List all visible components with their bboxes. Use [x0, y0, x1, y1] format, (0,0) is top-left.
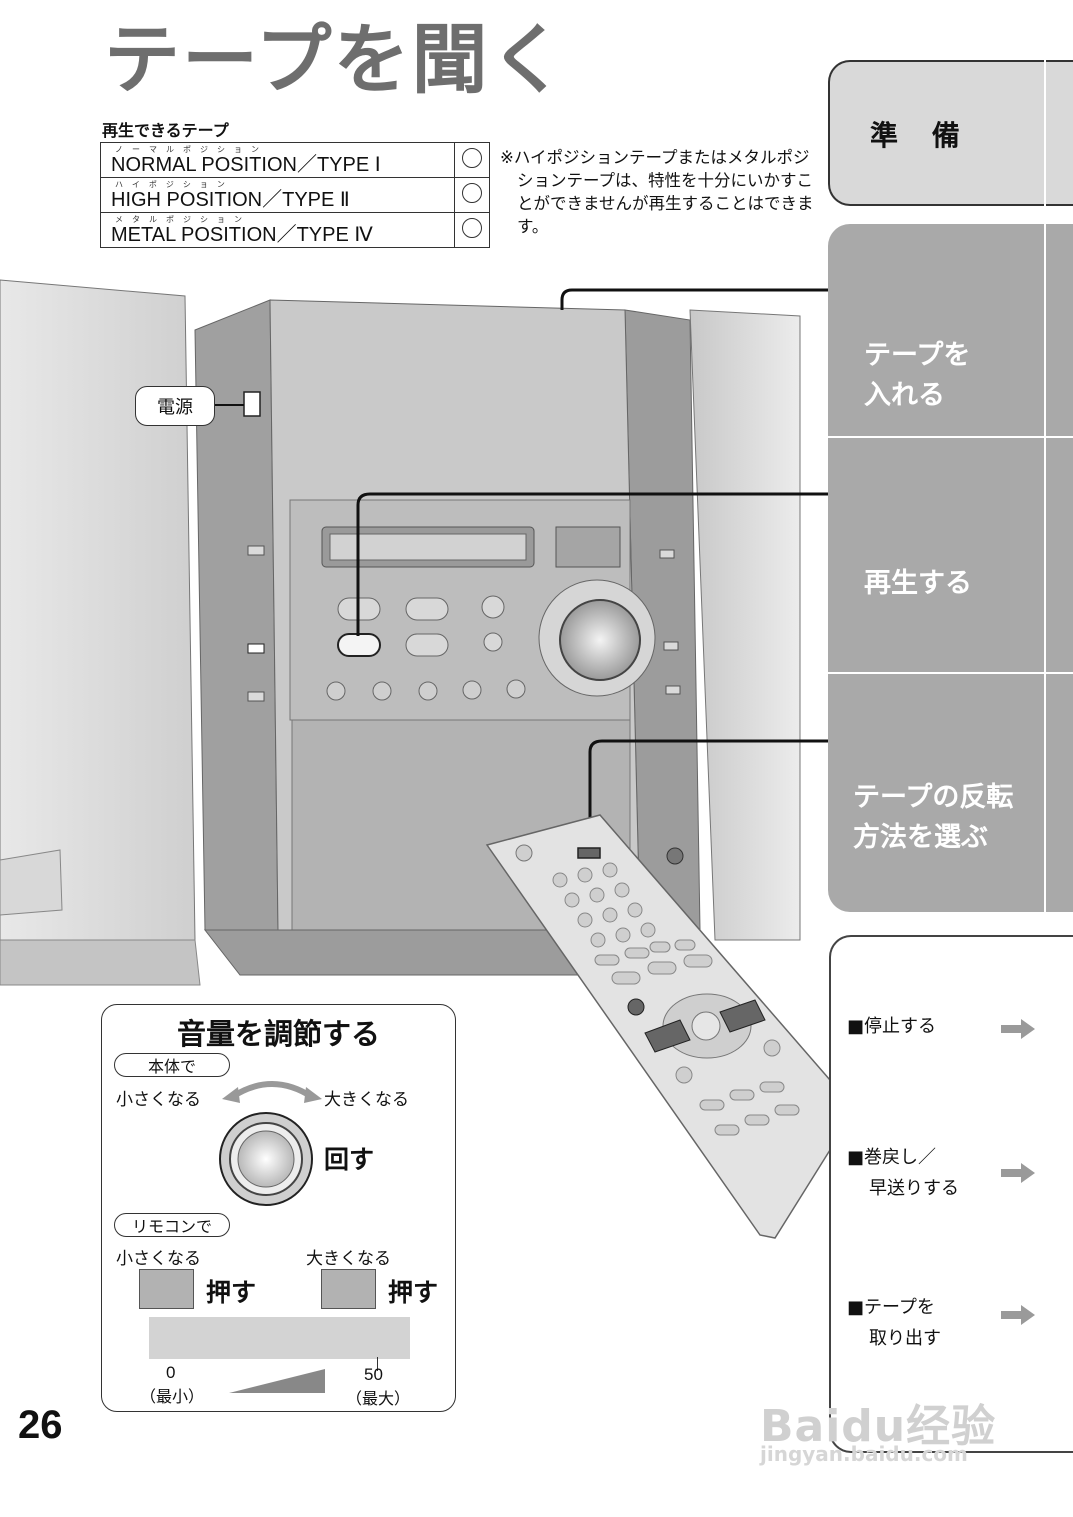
tape-type-name: NORMAL POSITION／TYPE Ⅰ — [111, 154, 381, 176]
ref-eject[interactable]: ■テープを 取り出す — [847, 1292, 941, 1354]
ref-stop-label: ■停止する — [847, 1016, 937, 1037]
press-label: 押す — [206, 1278, 257, 1307]
power-callout: 電源 — [135, 386, 215, 426]
max-tick — [377, 1357, 378, 1371]
tab-reverse-line-2: 方法を選ぶ — [853, 822, 988, 853]
unit-pill: 本体で — [114, 1053, 230, 1077]
table-row: ハイポジション HIGH POSITION／TYPE Ⅱ — [99, 177, 490, 213]
volume-ramp-icon — [229, 1369, 325, 1393]
tab-insert-line-2: 入れる — [864, 380, 945, 411]
reference-box: ■停止する ■巻戻し／ 早送りする ■テープを 取り出す — [829, 935, 1073, 1453]
playable-tapes-table: ノーマルポジション NORMAL POSITION／TYPE Ⅰ ハイポジション… — [99, 142, 490, 248]
supported-mark — [462, 148, 483, 168]
smaller-label: 小さくなる — [116, 1090, 201, 1110]
ref-eject-line-2: 取り出す — [869, 1328, 941, 1349]
tab-insert-line-1: テープを — [864, 340, 971, 371]
watermark: Baidu经验 — [760, 1401, 997, 1452]
tape-ruby: メタルポジション — [115, 215, 251, 224]
tape-note: ※ハイポジションテープまたはメタルポジションテープは、特性を十分にいかすことがで… — [500, 148, 814, 236]
arrow-right-icon — [1001, 1019, 1035, 1039]
arrow-right-icon — [1001, 1305, 1035, 1325]
supported-mark — [462, 183, 483, 203]
tab-prep[interactable]: 準 備 — [828, 60, 1073, 206]
max-label: （最大） — [346, 1389, 411, 1408]
watermark-url: jingyan.baidu.com — [760, 1442, 968, 1466]
max-value: 50 — [364, 1365, 383, 1384]
tab-play[interactable]: 再生する — [828, 564, 1046, 604]
volume-box: 音量を調節する 本体で 小さくなる 大きくなる 回す リモコンで 小さくなる 大… — [101, 1004, 456, 1412]
table-row: メタルポジション METAL POSITION／TYPE Ⅳ — [99, 212, 490, 248]
tab-edge — [1044, 224, 1046, 912]
tape-ruby: ハイポジション — [115, 180, 234, 189]
min-value: 0 — [166, 1363, 176, 1382]
tab-edge — [1044, 60, 1046, 206]
stereo-illustration — [0, 279, 830, 1239]
tab-group: テープを 入れる 再生する テープの反転 方法を選ぶ — [828, 224, 1073, 912]
volume-title: 音量を調節する — [176, 1017, 380, 1051]
volume-level-bar — [149, 1317, 410, 1359]
volume-up-button[interactable] — [321, 1269, 376, 1309]
volume-knob-icon — [219, 1112, 313, 1206]
arrow-right-icon — [1001, 1163, 1035, 1183]
page-number: 26 — [18, 1403, 63, 1447]
min-label: （最小） — [140, 1387, 205, 1406]
supported-mark — [462, 218, 483, 238]
press-label: 押す — [388, 1278, 439, 1307]
remote-smaller-label: 小さくなる — [116, 1249, 201, 1269]
larger-label: 大きくなる — [324, 1090, 409, 1110]
remote-larger-label: 大きくなる — [306, 1249, 391, 1269]
tape-type-name: HIGH POSITION／TYPE Ⅱ — [111, 189, 350, 211]
page-title: テープを聞く — [104, 15, 568, 104]
tab-insert-tape[interactable]: テープを 入れる — [828, 336, 1046, 416]
ref-rewind-line-1: ■巻戻し／ — [847, 1147, 937, 1168]
playable-tapes-heading: 再生できるテープ — [102, 121, 229, 140]
tab-reverse-mode[interactable]: テープの反転 方法を選ぶ — [828, 778, 1046, 858]
tab-divider — [828, 436, 1073, 438]
tape-type-name: METAL POSITION／TYPE Ⅳ — [111, 224, 373, 246]
tab-play-label: 再生する — [864, 568, 972, 599]
tab-reverse-line-1: テープの反転 — [853, 782, 1014, 813]
ref-rewind-line-2: 早送りする — [869, 1178, 959, 1199]
volume-down-button[interactable] — [139, 1269, 194, 1309]
tape-ruby: ノーマルポジション — [115, 145, 268, 154]
table-row: ノーマルポジション NORMAL POSITION／TYPE Ⅰ — [99, 142, 490, 178]
turn-label: 回す — [324, 1145, 375, 1174]
ref-rewind-ff[interactable]: ■巻戻し／ 早送りする — [847, 1142, 959, 1204]
remote-pill: リモコンで — [114, 1213, 230, 1237]
rotate-arrow-icon — [222, 1081, 322, 1103]
tab-divider — [828, 672, 1073, 674]
ref-stop[interactable]: ■停止する — [847, 1011, 936, 1042]
tab-prep-label: 準 備 — [870, 119, 972, 152]
ref-eject-line-1: ■テープを — [847, 1297, 935, 1318]
